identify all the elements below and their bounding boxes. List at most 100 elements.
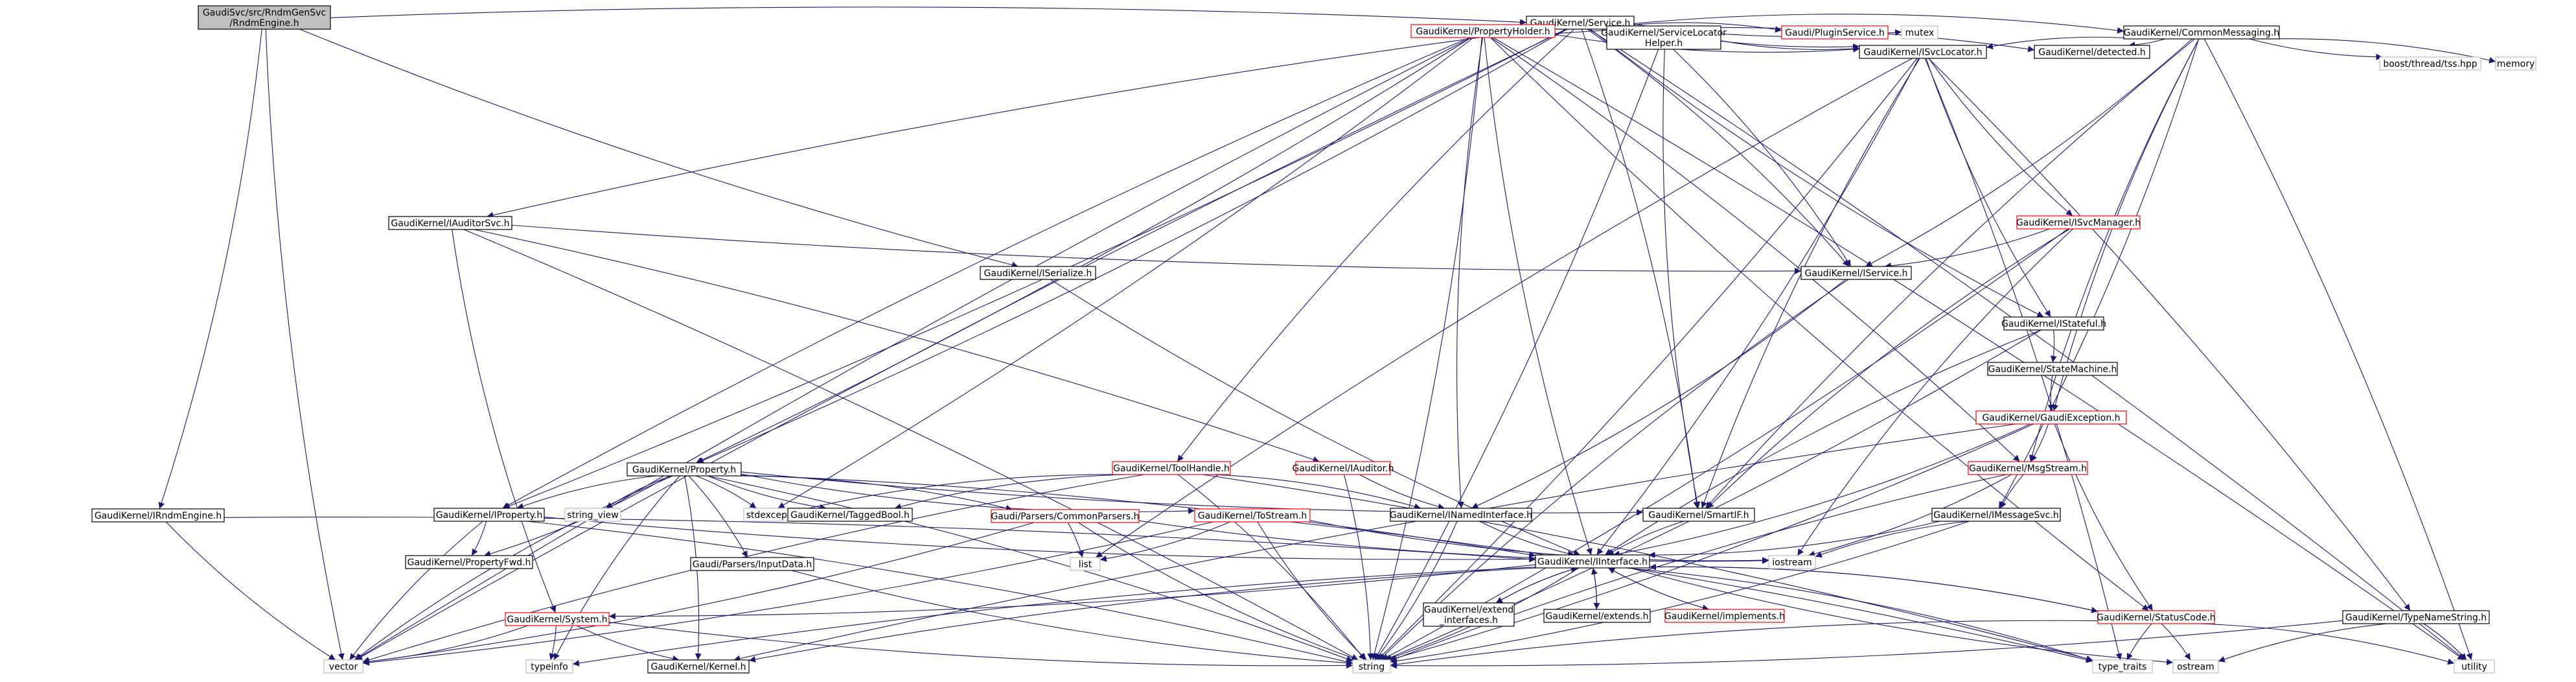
graph-node-statuscode[interactable]: GaudiKernel/StatusCode.h [2097, 610, 2216, 624]
edge-commonparsers-to-string [1078, 522, 1359, 661]
graph-node-taggedbool[interactable]: GaudiKernel/TaggedBool.h [787, 508, 913, 522]
graph-node-type_traits[interactable]: type_traits [2092, 659, 2153, 674]
node-box-propertyfwd [405, 555, 533, 569]
graph-node-statemachine[interactable]: GaudiKernel/StateMachine.h [1987, 362, 2118, 376]
graph-node-iauditor[interactable]: GaudiKernel/IAuditor.h [1293, 461, 1394, 475]
graph-node-isvcmanager[interactable]: GaudiKernel/ISvcManager.h [2016, 215, 2141, 229]
graph-node-root[interactable]: GaudiSvc/src/RndmGenSvc/RndmEngine.h [198, 5, 331, 30]
graph-node-smartif[interactable]: GaudiKernel/SmartIF.h [1642, 508, 1755, 522]
edge-property-to-tostream [741, 473, 1195, 515]
graph-node-extends[interactable]: GaudiKernel/extends.h [1543, 609, 1651, 623]
graph-node-system[interactable]: GaudiKernel/System.h [505, 612, 610, 626]
graph-node-extend_interfaces[interactable]: GaudiKernel/extend_interfaces.h [1423, 602, 1515, 627]
edge-system-to-string [608, 622, 1353, 669]
edge-toolhandle-to-vector [362, 474, 1145, 663]
graph-node-kernel[interactable]: GaudiKernel/Kernel.h [647, 659, 750, 674]
edge-root-to-iserialize [299, 29, 1018, 268]
graph-node-list[interactable]: list [1070, 557, 1101, 571]
edge-irndmengine-to-vector [165, 521, 336, 661]
graph-node-property[interactable]: GaudiKernel/Property.h [627, 462, 742, 476]
node-label-extend_interfaces-line-2: _interfaces.h [1439, 615, 1498, 626]
edge-service-to-commonmessaging [1633, 14, 2124, 34]
edge-property-to-string [706, 475, 1353, 662]
edge-iauditorsvc-to-string [463, 229, 1359, 661]
graph-node-typenamestring[interactable]: GaudiKernel/TypeNameString.h [2342, 610, 2490, 624]
edge-property-to-string_view [605, 475, 672, 509]
node-box-extends [1543, 609, 1651, 623]
graph-node-gaudiexception[interactable]: GaudiKernel/GaudiException.h [1975, 410, 2127, 425]
graph-node-iproperty[interactable]: GaudiKernel/IProperty.h [433, 508, 545, 522]
edge-iinterface-to-type_traits [1625, 567, 2093, 662]
edge-isvclocator-to-isvcmanager [1928, 58, 2073, 217]
edge-msgstream-to-iostream [1808, 474, 2012, 558]
graph-node-iostream[interactable]: iostream [1768, 555, 1816, 569]
graph-node-stdexcept[interactable]: stdexcept [743, 508, 794, 522]
edge-root-to-irndmengine [158, 29, 262, 510]
edge-property-to-iproperty [516, 475, 657, 510]
node-box-iostream [1768, 555, 1816, 569]
edge-gaudiexception-to-statuscode [2054, 423, 2154, 611]
graph-node-iinterface[interactable]: GaudiKernel/IInterface.h [1535, 554, 1650, 569]
node-box-servicelocatorhelper [1606, 25, 1721, 50]
node-label-property: GaudiKernel/Property.h [632, 465, 736, 475]
graph-node-iservice[interactable]: GaudiKernel/IService.h [1800, 266, 1912, 280]
graph-node-commonmessaging[interactable]: GaudiKernel/CommonMessaging.h [2123, 25, 2280, 40]
node-label-servicelocatorhelper-line-1: GaudiKernel/ServiceLocator [1601, 28, 1727, 38]
node-box-ostream [2172, 659, 2219, 674]
edge-iauditor-to-string [1343, 474, 1374, 661]
graph-node-irndmengine[interactable]: GaudiKernel/IRndmEngine.h [91, 508, 225, 523]
graph-node-istateful[interactable]: GaudiKernel/IStateful.h [2001, 316, 2106, 331]
node-box-iservice [1800, 266, 1912, 280]
graph-node-vector[interactable]: vector [323, 659, 363, 674]
edge-propertyholder-to-isvclocator [1554, 34, 1860, 53]
edge-iproperty-to-string [527, 521, 1353, 665]
graph-node-implements[interactable]: GaudiKernel/implements.h [1664, 609, 1785, 623]
graph-node-string_view[interactable]: string_view [564, 508, 621, 522]
node-label-string: string [1359, 662, 1385, 672]
graph-node-string[interactable]: string [1352, 659, 1391, 674]
graph-node-toolhandle[interactable]: GaudiKernel/ToolHandle.h [1112, 461, 1231, 475]
graph-node-ostream[interactable]: ostream [2172, 659, 2219, 674]
edge-system-to-kernel [576, 625, 680, 662]
node-label-pluginservice: Gaudi/PluginService.h [1785, 28, 1885, 38]
node-label-root-line-1: GaudiSvc/src/RndmGenSvc [203, 8, 326, 18]
edge-propertyholder-to-stdexcept [777, 37, 1474, 509]
graph-node-tostream[interactable]: GaudiKernel/ToStream.h [1194, 508, 1311, 523]
graph-node-propertyfwd[interactable]: GaudiKernel/PropertyFwd.h [405, 555, 533, 569]
graph-node-iserialize[interactable]: GaudiKernel/ISerialize.h [980, 266, 1096, 280]
edge-statuscode-to-ostream [2161, 623, 2191, 661]
graph-node-inputdata[interactable]: Gaudi/Parsers/InputData.h [690, 557, 814, 571]
graph-node-mutex[interactable]: mutex [1901, 25, 1938, 40]
edge-isvclocator-to-string [1377, 58, 1918, 661]
graph-node-iauditorsvc[interactable]: GaudiKernel/IAuditorSvc.h [388, 216, 512, 230]
edge-service-to-istateful [1590, 29, 2044, 318]
node-label-tostream: GaudiKernel/ToStream.h [1198, 511, 1307, 521]
graph-node-detected[interactable]: GaudiKernel/detected.h [2034, 45, 2150, 59]
graph-node-pluginservice[interactable]: Gaudi/PluginService.h [1781, 25, 1889, 40]
graph-node-boosttss[interactable]: boost/thread/tss.hpp [2379, 56, 2481, 71]
graph-node-msgstream[interactable]: GaudiKernel/MsgStream.h [1968, 461, 2088, 475]
node-label-root-line-2: /RndmEngine.h [229, 18, 299, 29]
node-label-list: list [1079, 559, 1092, 570]
graph-node-imessagesvc[interactable]: GaudiKernel/IMessageSvc.h [1931, 508, 2061, 522]
edge-smartif-to-iinterface [1607, 521, 1685, 556]
node-label-statuscode: GaudiKernel/StatusCode.h [2097, 613, 2216, 623]
node-box-isvcmanager [2016, 215, 2141, 229]
node-box-propertyholder [1410, 24, 1556, 38]
node-label-commonmessaging: GaudiKernel/CommonMessaging.h [2124, 28, 2280, 38]
node-box-root [198, 5, 331, 30]
graph-node-typeinfo[interactable]: typeinfo [525, 659, 573, 674]
graph-node-commonparsers[interactable]: Gaudi/Parsers/CommonParsers.h [991, 509, 1140, 523]
edge-commonmessaging-to-memory [2267, 38, 2496, 64]
graph-node-memory[interactable]: memory [2495, 56, 2536, 71]
node-label-extends: GaudiKernel/extends.h [1546, 611, 1649, 622]
graph-node-isvclocator[interactable]: GaudiKernel/ISvcLocator.h [1859, 45, 1987, 59]
graph-node-inamedinterface[interactable]: GaudiKernel/INamedInterface.h [1390, 508, 1532, 522]
node-box-iauditorsvc [388, 216, 512, 230]
edge-servicelocatorhelper-to-smartif [1662, 49, 1701, 509]
graph-node-propertyholder[interactable]: GaudiKernel/PropertyHolder.h [1410, 24, 1556, 38]
node-label-boosttss: boost/thread/tss.hpp [2383, 59, 2477, 69]
graph-node-utility[interactable]: utility [2454, 659, 2495, 674]
